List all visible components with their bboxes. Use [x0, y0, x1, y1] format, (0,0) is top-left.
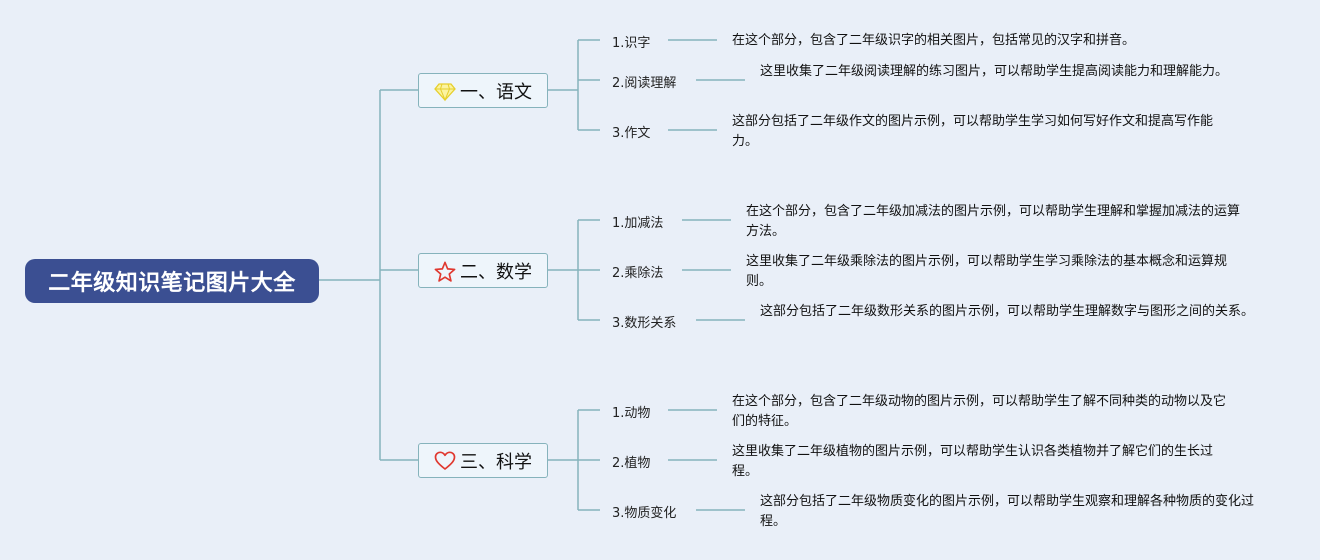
- leaf-item[interactable]: 3.物质变化: [612, 506, 677, 521]
- leaf-item[interactable]: 2.植物: [612, 456, 651, 471]
- leaf-description: 这部分包括了二年级作文的图片示例，可以帮助学生学习如何写好作文和提高写作能力。: [732, 114, 1214, 149]
- branch-label: 二、数学: [460, 261, 532, 283]
- leaf-item[interactable]: 2.乘除法: [612, 266, 664, 281]
- branch-node-science[interactable]: 三、科学: [418, 443, 548, 478]
- leaf-description: 这里收集了二年级阅读理解的练习图片，可以帮助学生提高阅读能力和理解能力。: [760, 64, 1229, 79]
- branch-label: 三、科学: [460, 451, 532, 473]
- diamond-icon: [434, 80, 456, 102]
- branch-label: 一、语文: [460, 81, 532, 103]
- leaf-item[interactable]: 1.动物: [612, 406, 651, 421]
- leaf-description: 这部分包括了二年级物质变化的图片示例，可以帮助学生观察和理解各种物质的变化过程。: [760, 494, 1255, 529]
- branch-node-math[interactable]: 二、数学: [418, 253, 548, 288]
- leaf-description: 这部分包括了二年级数形关系的图片示例，可以帮助学生理解数字与图形之间的关系。: [760, 304, 1255, 319]
- leaf-description: 这里收集了二年级植物的图片示例，可以帮助学生认识各类植物并了解它们的生长过程。: [732, 444, 1214, 479]
- star-icon: [434, 260, 456, 282]
- leaf-item[interactable]: 1.加减法: [612, 216, 664, 231]
- leaf-item[interactable]: 3.作文: [612, 126, 651, 141]
- leaf-item[interactable]: 1.识字: [612, 36, 651, 51]
- leaf-item[interactable]: 2.阅读理解: [612, 76, 677, 91]
- leaf-description: 在这个部分，包含了二年级加减法的图片示例，可以帮助学生理解和掌握加减法的运算方法…: [746, 204, 1241, 239]
- root-title: 二年级知识笔记图片大全: [48, 271, 296, 296]
- branch-node-chinese[interactable]: 一、语文: [418, 73, 548, 108]
- leaf-description: 在这个部分，包含了二年级识字的相关图片，包括常见的汉字和拼音。: [732, 33, 1136, 48]
- root-node[interactable]: 二年级知识笔记图片大全: [25, 259, 319, 303]
- leaf-item[interactable]: 3.数形关系: [612, 316, 677, 331]
- leaf-description: 这里收集了二年级乘除法的图片示例，可以帮助学生学习乘除法的基本概念和运算规则。: [746, 254, 1228, 289]
- leaf-description: 在这个部分，包含了二年级动物的图片示例，可以帮助学生了解不同种类的动物以及它们的…: [732, 394, 1227, 429]
- heart-icon: [434, 450, 456, 472]
